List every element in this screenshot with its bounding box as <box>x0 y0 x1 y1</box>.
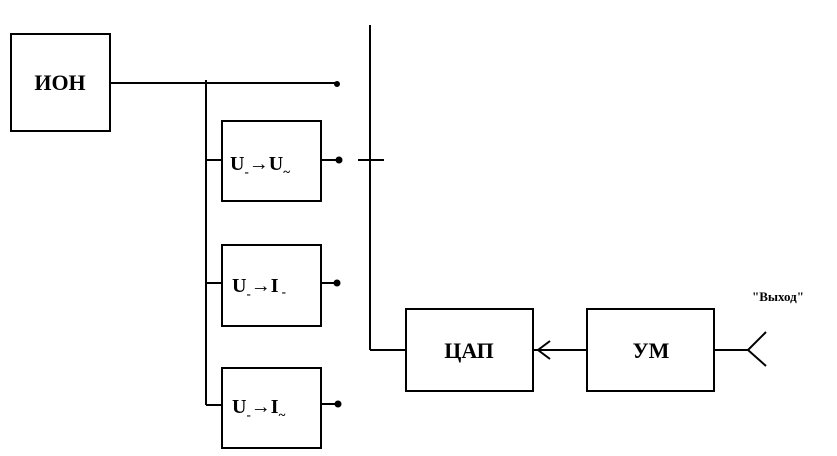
converter-label-3: U-→I~ <box>232 396 286 422</box>
ion-terminal-dot <box>334 81 340 87</box>
converter-terminal-2 <box>333 279 341 287</box>
converter-label-1: U-→U~ <box>230 153 290 179</box>
dac-box <box>405 308 534 392</box>
amp-box <box>586 308 715 392</box>
converter-dc-to-ac-voltage: U-→U~ <box>221 120 343 202</box>
dac-label: ЦАП <box>444 338 494 363</box>
output-label: "Выход" <box>752 289 804 304</box>
converter-dc-voltage-to-ac-current: U-→I~ <box>221 367 342 449</box>
converter-box-3 <box>221 367 322 449</box>
converter-label-2: U-→I- <box>232 275 286 301</box>
output-fork-icon <box>746 331 767 367</box>
ion-block: ИОН <box>10 33 111 132</box>
ion-box <box>10 33 111 132</box>
amp-block: УМ <box>586 308 715 392</box>
ion-label: ИОН <box>34 70 85 95</box>
dac-block: ЦАП <box>405 308 534 392</box>
converter-terminal-3 <box>334 400 342 408</box>
converter-dc-voltage-to-dc-current: U-→I- <box>221 244 341 327</box>
switch-wiper <box>358 25 406 351</box>
amp-to-dac-arrow <box>533 340 587 360</box>
converter-box-1 <box>221 120 322 202</box>
arrow-head-icon <box>536 340 551 360</box>
output-terminal: "Выход" <box>714 289 804 367</box>
amp-label: УМ <box>633 338 670 363</box>
bus-wires <box>110 80 340 406</box>
converter-terminal-1 <box>335 156 343 164</box>
converter-box-2 <box>221 244 322 327</box>
